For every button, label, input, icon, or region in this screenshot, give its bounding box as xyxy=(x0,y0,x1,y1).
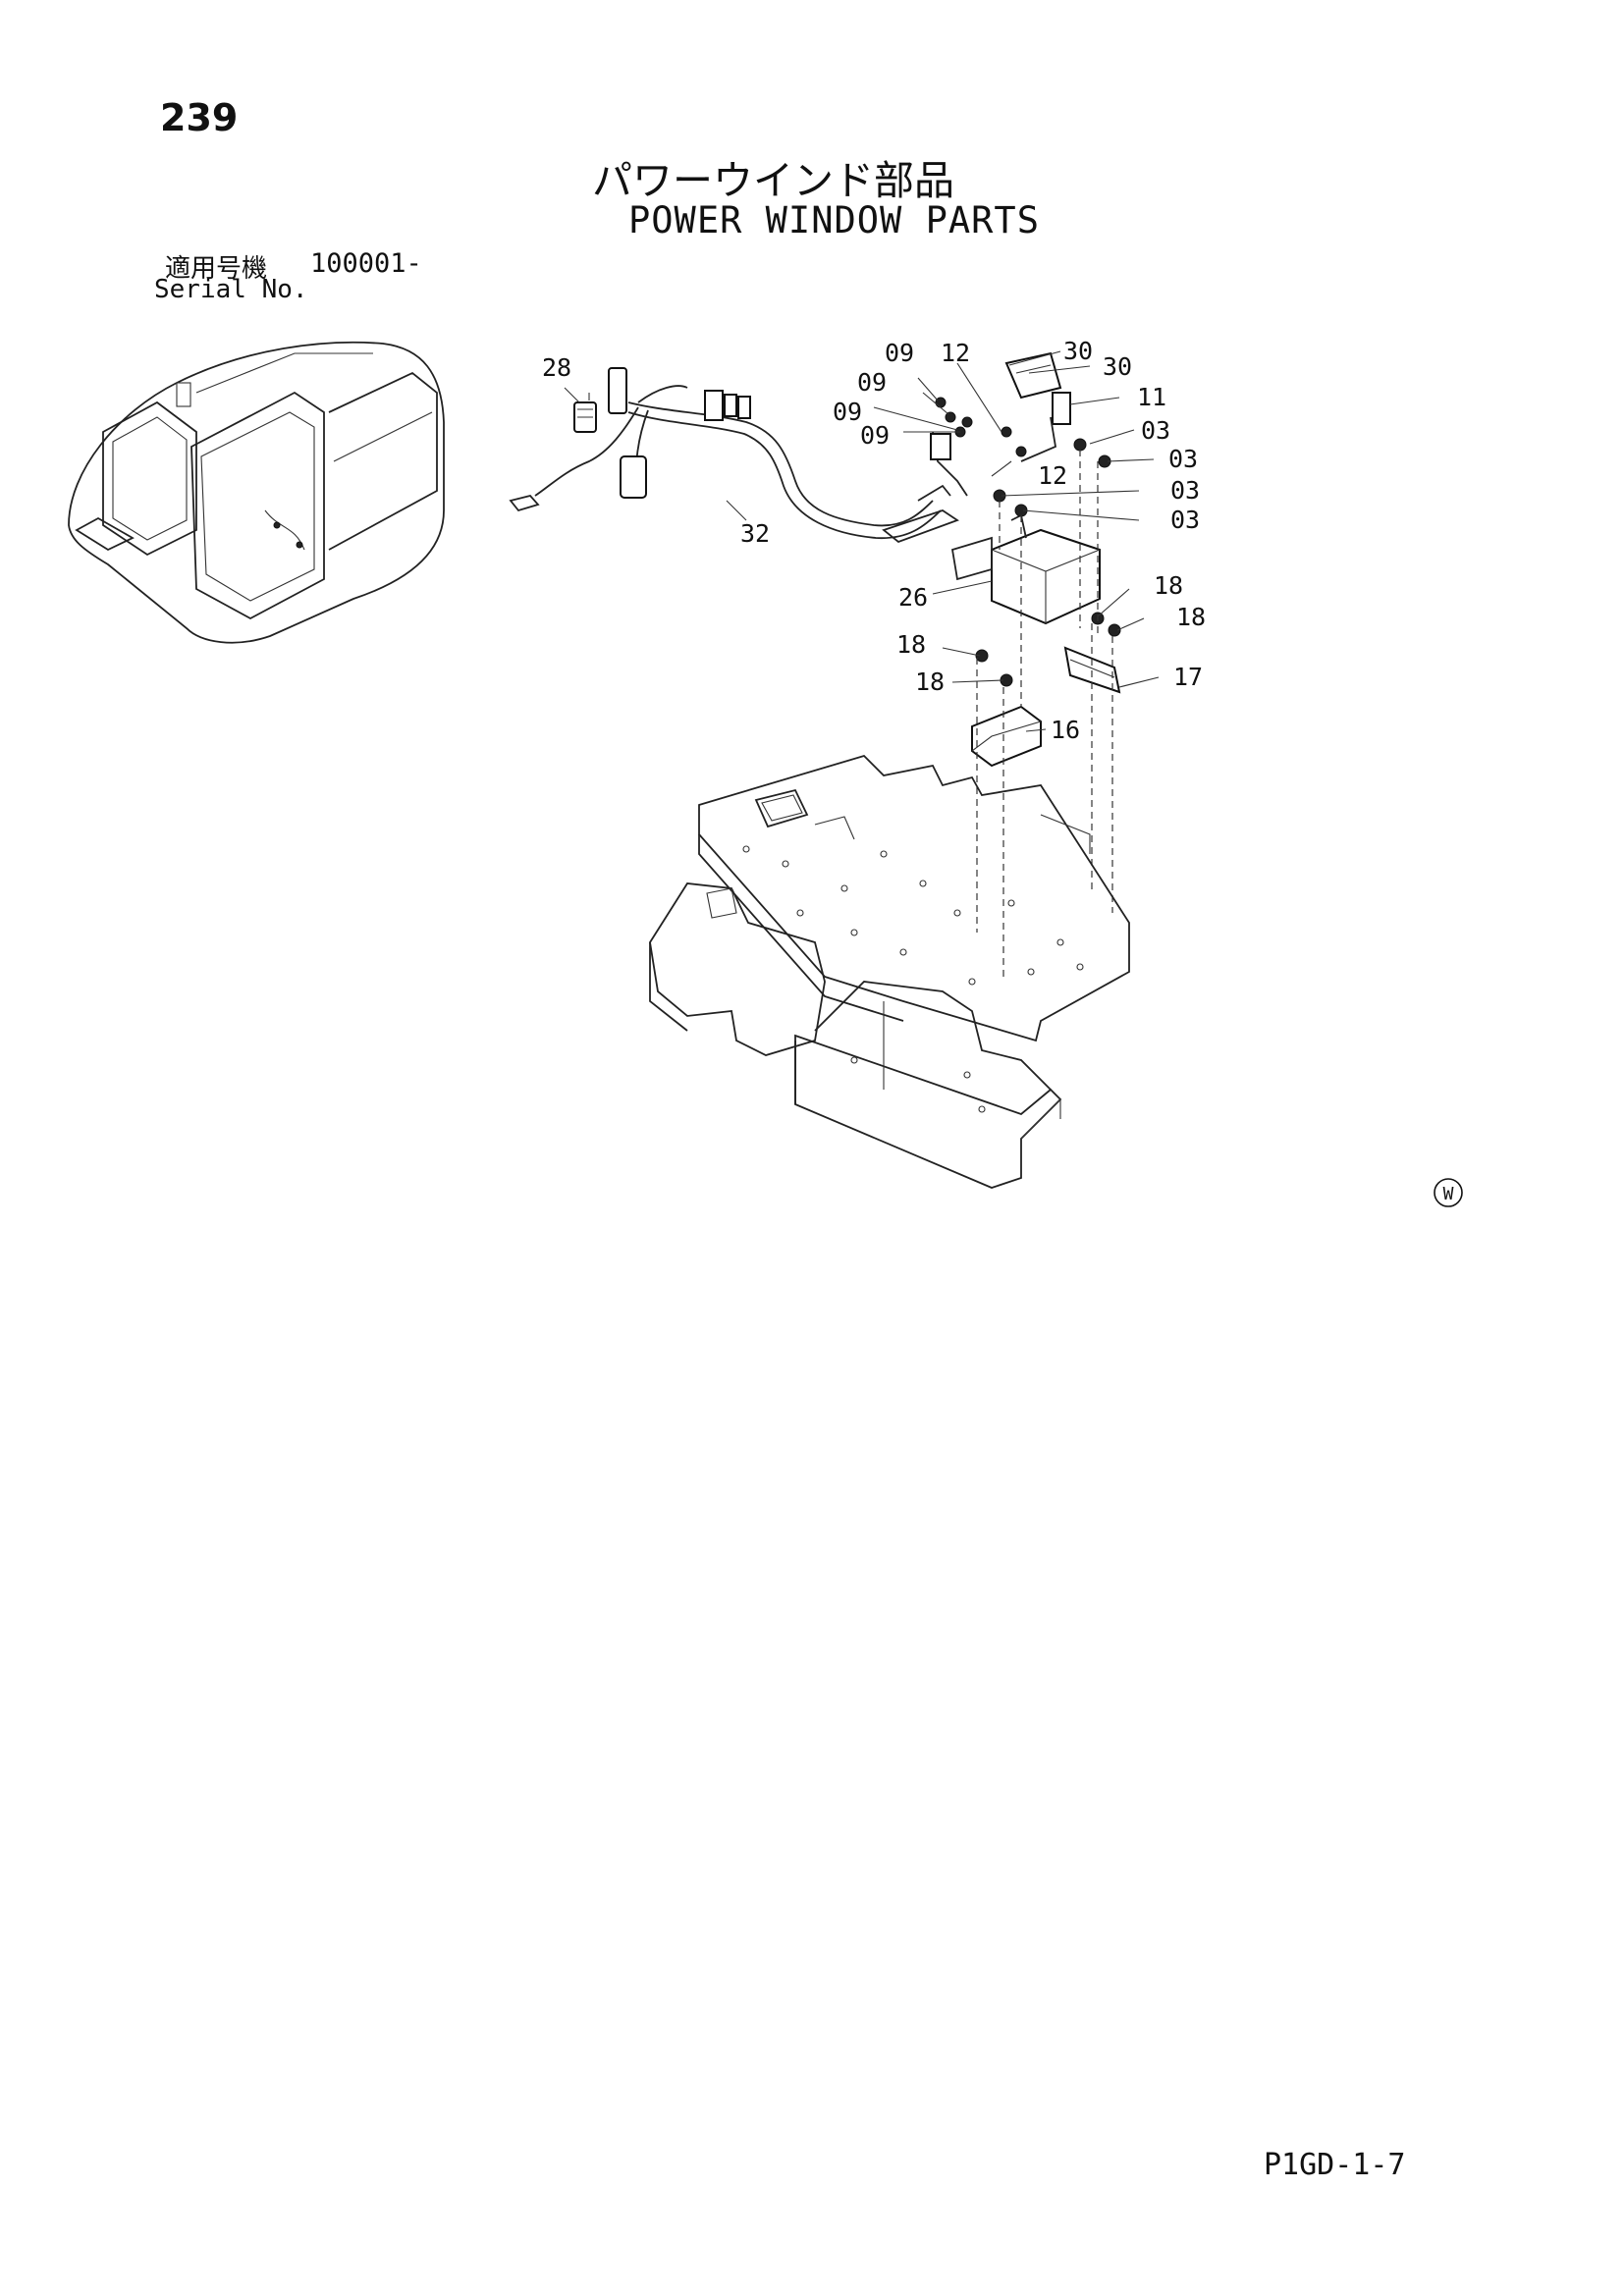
harness-connector-c xyxy=(704,390,724,421)
mark-letter: W xyxy=(1443,1184,1454,1204)
bracket-17 xyxy=(1063,646,1121,694)
switch-cluster xyxy=(930,351,1071,497)
callout-28: 28 xyxy=(542,353,571,382)
callout-30: 30 xyxy=(1103,352,1132,381)
serial-label-japanese: 適用号機 xyxy=(165,254,268,284)
title-english: POWER WINDOW PARTS xyxy=(628,199,1040,241)
callout-18: 18 xyxy=(896,630,926,659)
callout-16: 16 xyxy=(1051,716,1080,744)
callout-03: 03 xyxy=(1170,476,1200,505)
callout-11: 11 xyxy=(1137,383,1166,411)
mounting-brackets xyxy=(971,612,1121,768)
callout-03: 03 xyxy=(1141,416,1170,445)
serial-number: 100001- xyxy=(310,248,422,279)
callout-18: 18 xyxy=(1154,571,1183,600)
callout-18: 18 xyxy=(1176,603,1206,631)
bracket-16 xyxy=(971,705,1042,768)
floor-plate xyxy=(698,754,1130,1042)
callout-32: 32 xyxy=(740,519,770,548)
callout-12: 12 xyxy=(1038,461,1067,490)
lower-cover-panel xyxy=(649,882,1062,1189)
relay-connector xyxy=(930,433,951,460)
circled-w-mark: W xyxy=(1434,1178,1463,1207)
callout-26: 26 xyxy=(898,583,928,612)
page-code: P1GD-1-7 xyxy=(1264,2148,1406,2182)
callout-03: 03 xyxy=(1170,506,1200,534)
cab-overview-illustration xyxy=(68,341,445,644)
wiring-harness xyxy=(509,367,959,544)
harness-connector-d xyxy=(724,394,737,417)
callout-09: 09 xyxy=(857,368,887,397)
switch-11 xyxy=(1052,392,1071,425)
callout-numbers: 28 32 09 09 09 09 12 12 30 30 11 03 03 0… xyxy=(542,337,1206,744)
harness-connector-a xyxy=(608,367,627,414)
callout-12: 12 xyxy=(941,339,970,367)
switch-30 xyxy=(1004,351,1062,400)
callout-17: 17 xyxy=(1173,663,1203,691)
callout-03: 03 xyxy=(1168,445,1198,473)
callout-09: 09 xyxy=(833,398,862,426)
harness-connector-e xyxy=(737,396,751,419)
serial-label-english: Serial No. xyxy=(154,275,308,304)
callout-30: 30 xyxy=(1063,337,1093,365)
callout-18: 18 xyxy=(915,667,945,696)
callout-09: 09 xyxy=(885,339,914,367)
controller-box xyxy=(950,438,1111,625)
harness-connector-b xyxy=(620,455,647,499)
page-number: 239 xyxy=(160,96,239,139)
callout-leader-lines xyxy=(564,350,1160,732)
callout-09: 09 xyxy=(860,421,890,450)
assembly-guide-lines xyxy=(976,450,1113,982)
title-japanese: パワーウインド部品 xyxy=(592,157,954,204)
